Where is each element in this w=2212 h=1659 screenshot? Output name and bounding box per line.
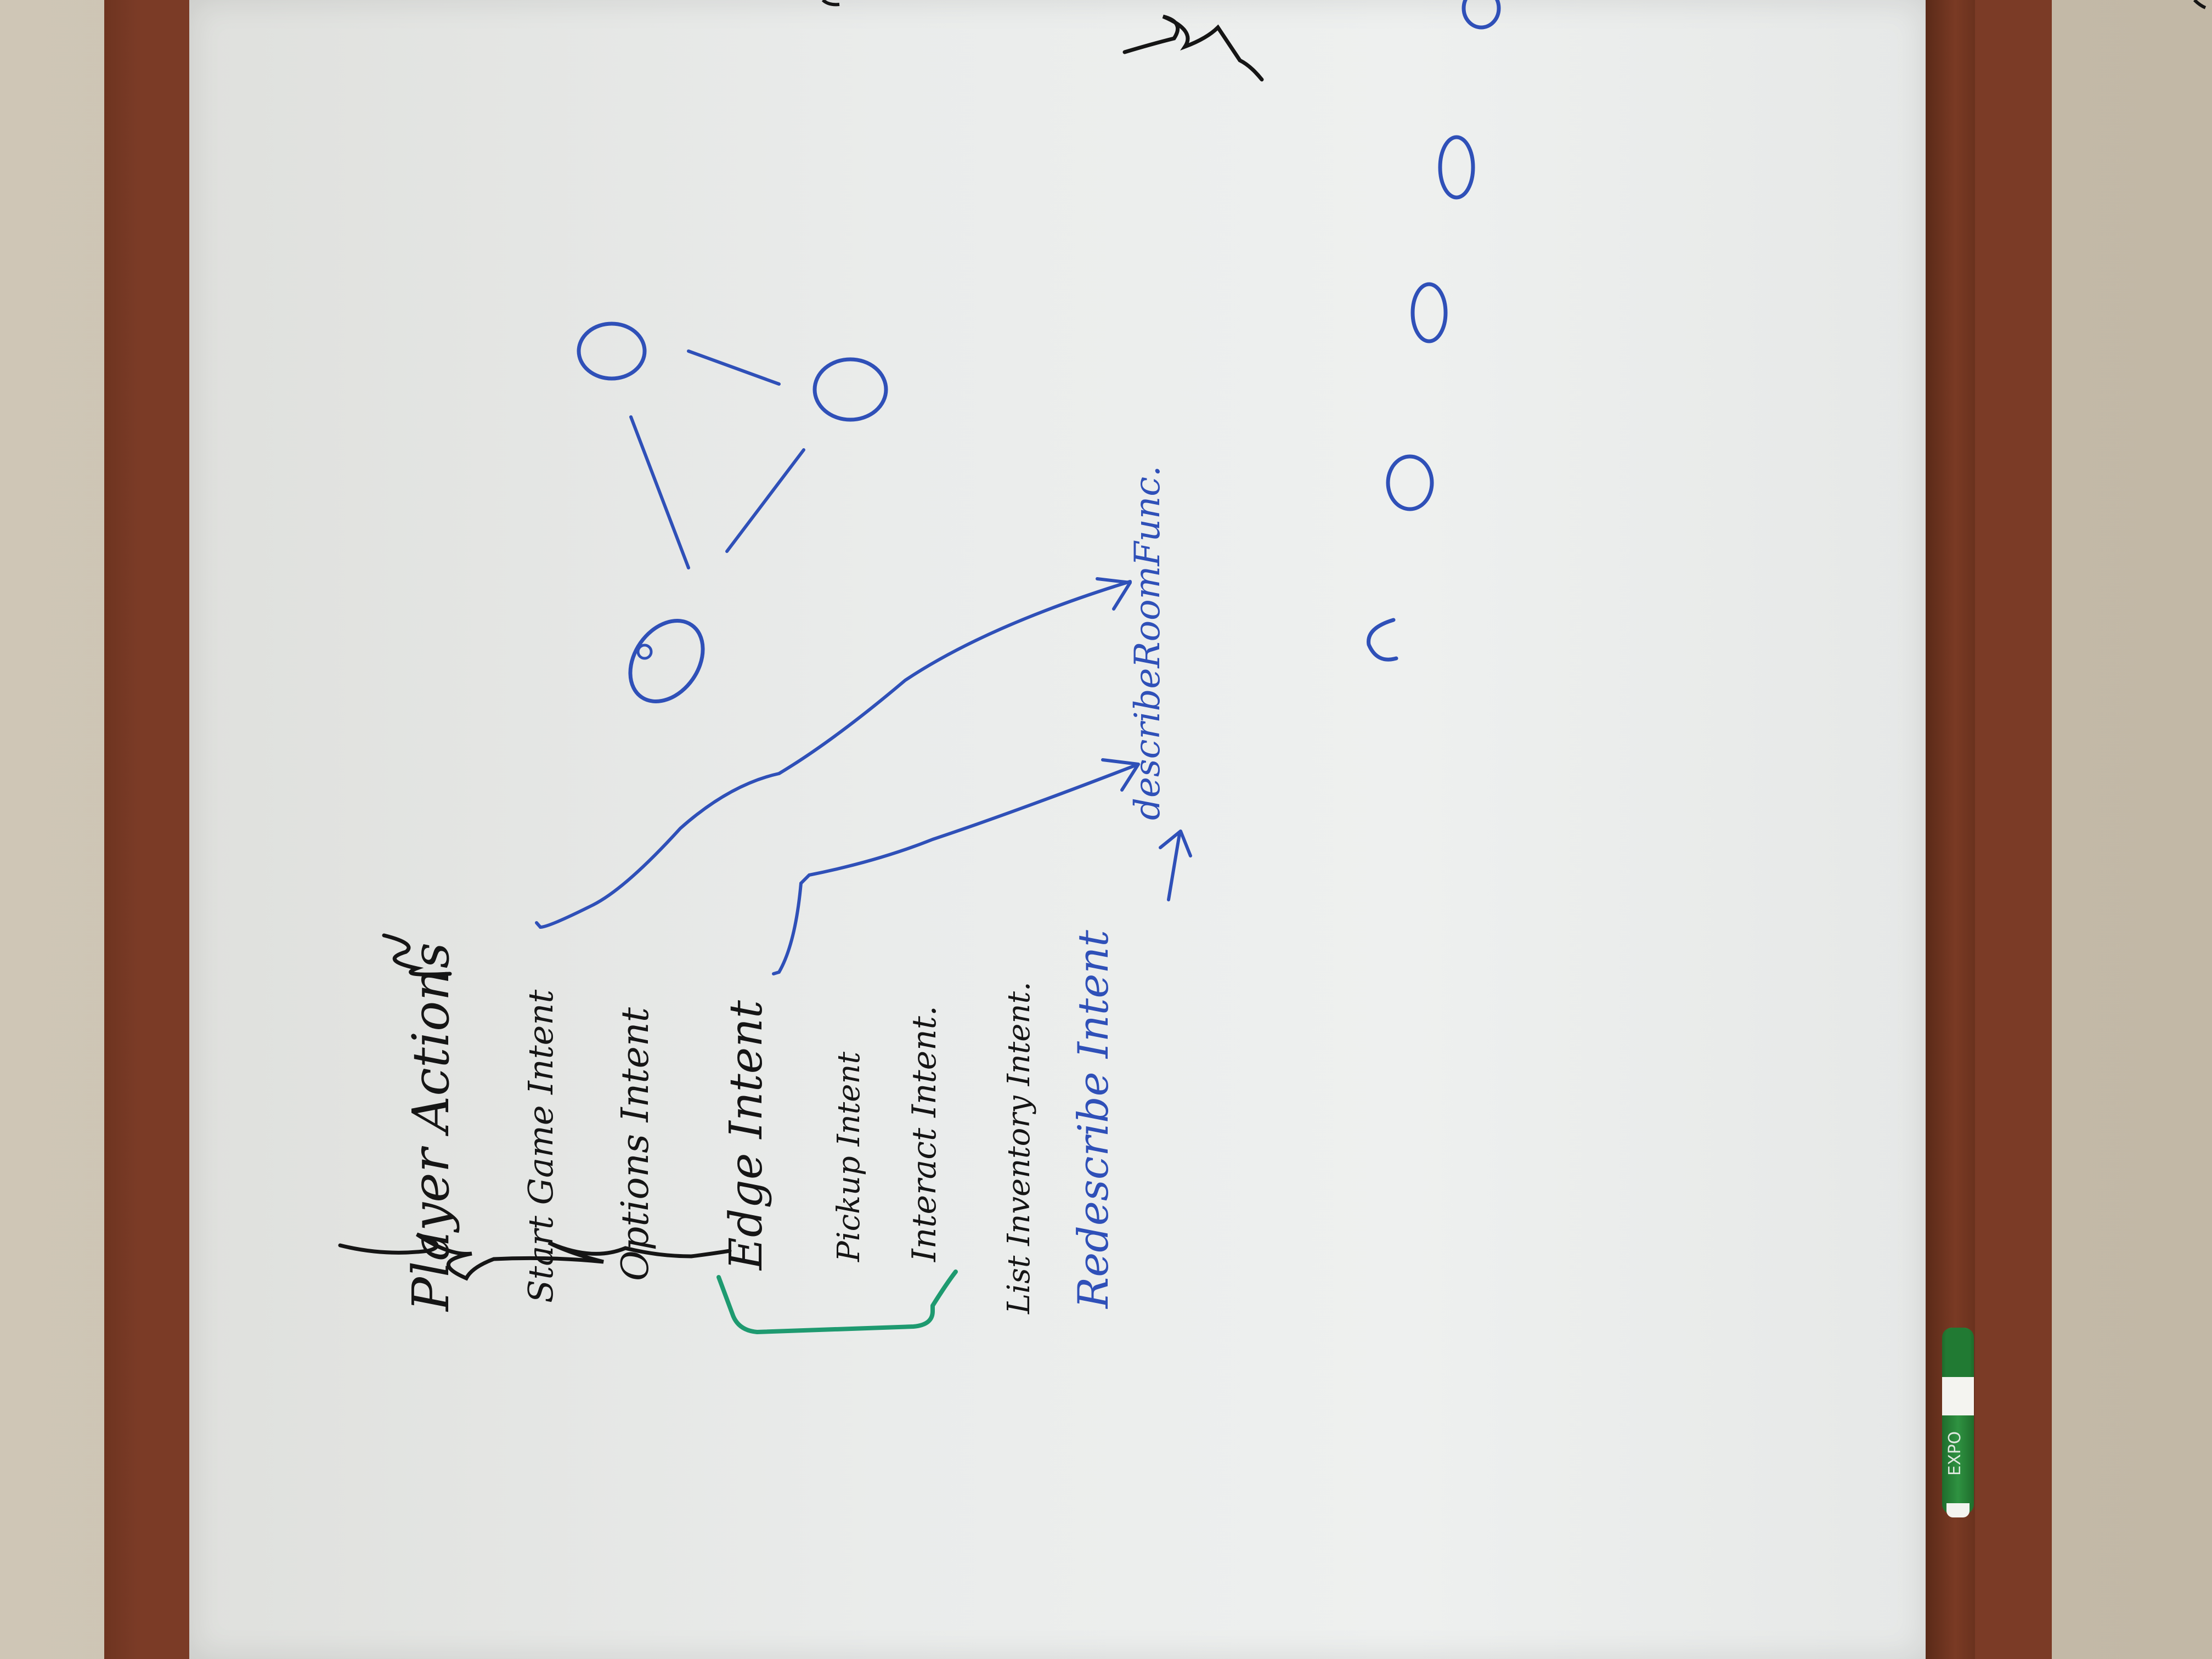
node-row-3 [1438,135,1475,200]
marker-end [1946,1503,1970,1517]
arrowhead-redescribe [1159,830,1192,857]
stroke-top-right-2 [2193,0,2207,9]
arrow-start-game [535,580,1132,929]
squiggle-top [1122,14,1264,82]
brace-close [338,1232,732,1281]
arrowhead-start-game [1096,577,1132,611]
heading-player-actions: Player Actions [402,942,460,1311]
arrow-edge [772,764,1137,975]
green-bracket [716,1269,958,1334]
node-row-1 [1386,454,1434,511]
node-row-2 [1410,282,1448,343]
blue-redescribe-intent: Redescribe Intent [1069,930,1118,1308]
graph-edge-left-right [725,448,805,553]
stroke-top-right [821,0,840,7]
intent-pickup: Pickup Intent [831,1051,867,1262]
intent-interact: Interact Intent. [905,1006,944,1262]
node-open-bottom [1367,618,1398,662]
arrowhead-edge [1101,758,1140,792]
arrow-redescribe [1167,832,1181,901]
marker-brand-label: EXPO [1945,1431,1965,1476]
intent-options: Options Intent [614,1007,657,1281]
graph-edge-top-right [687,349,781,386]
blue-describe-room-func: describeRoomFunc. [1127,465,1168,820]
marker-cap [1945,1328,1971,1377]
intent-start-game: Start Game Intent [521,989,561,1303]
intent-list-inventory: List Inventory Intent. [1001,981,1037,1314]
brace-open [382,933,452,977]
graph-node-left [628,619,705,703]
marker-band [1942,1377,1974,1415]
graph-node-left-dot [636,644,653,660]
node-row-4 [1462,0,1501,30]
intent-edge: Edge Intent [720,1000,772,1270]
whiteboard-surface [189,0,1926,1659]
graph-node-top [577,321,647,381]
graph-edge-left-top [629,415,690,569]
graph-node-right [812,357,888,422]
